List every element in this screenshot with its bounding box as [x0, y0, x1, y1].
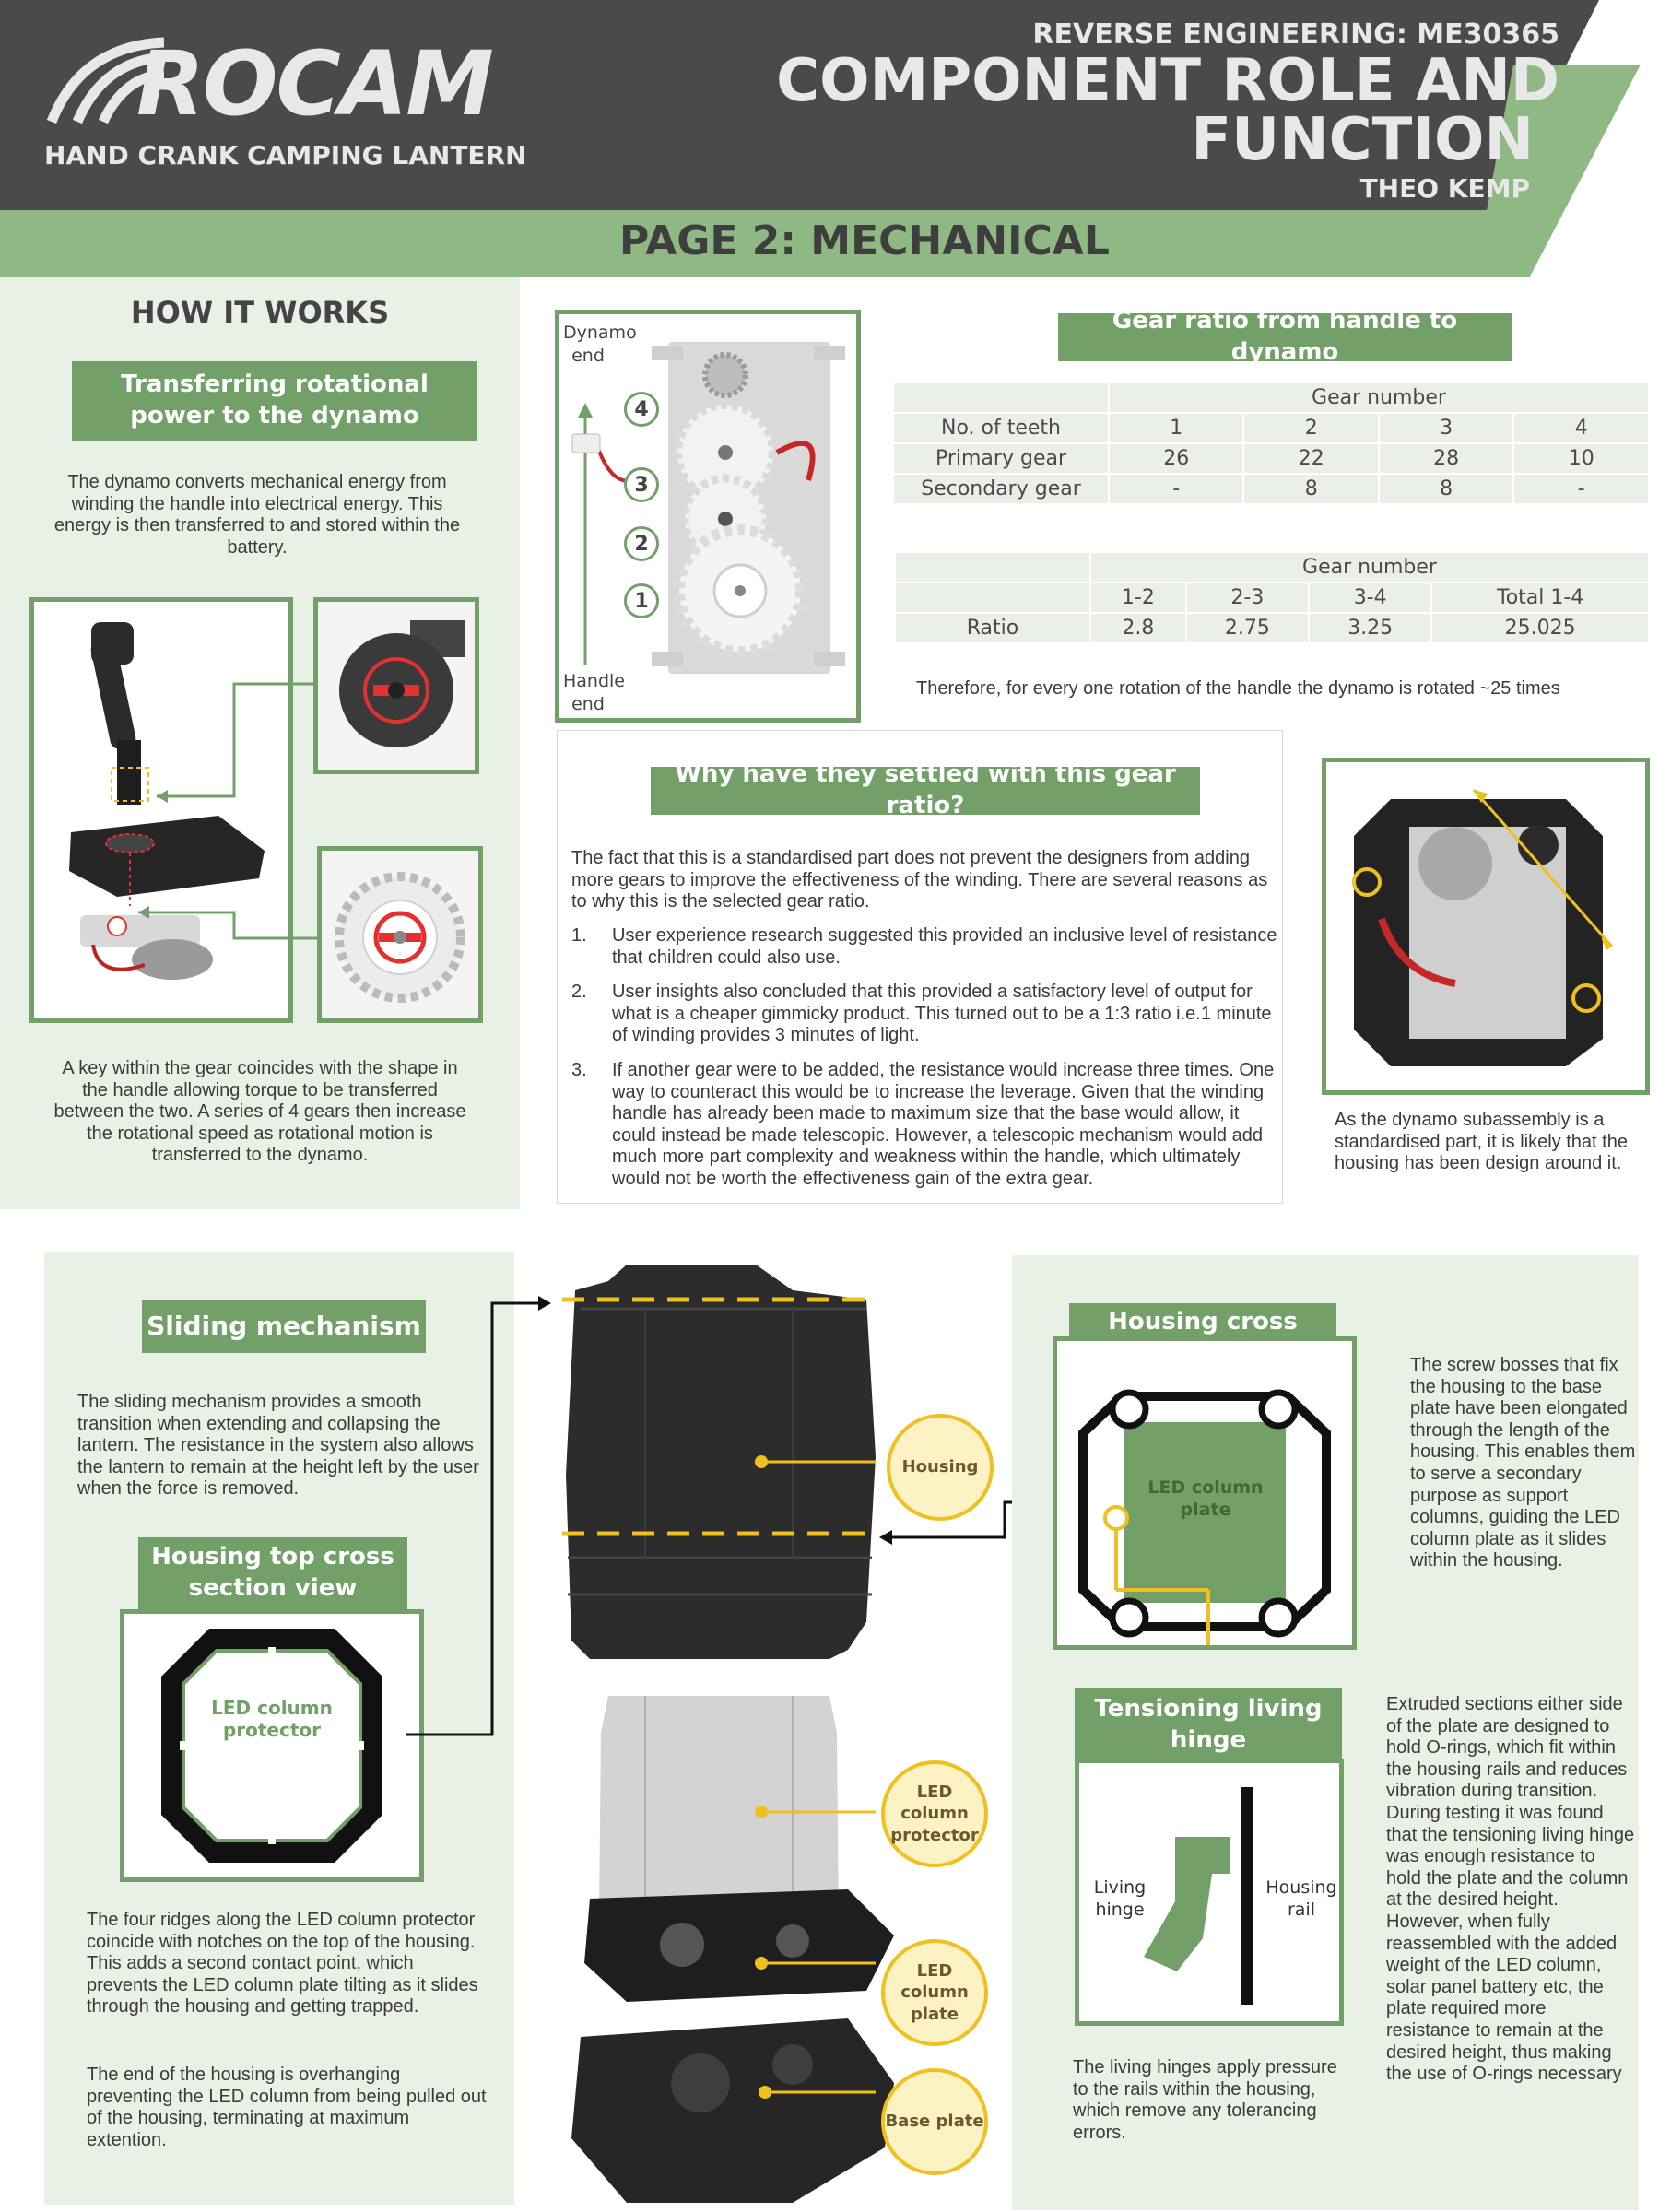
- table-cell: 8: [1242, 473, 1380, 505]
- o-ring-text: Extruded sections either side of the pla…: [1386, 1694, 1635, 2085]
- housing-rail-label: Housing rail: [1265, 1877, 1337, 1920]
- list-item: 3. If another gear were to be added, the…: [571, 1060, 1281, 1191]
- teeth-header-4: 4: [1512, 412, 1650, 444]
- table-row: Primary gear 26 22 28 10: [892, 442, 1650, 475]
- table-cell: 2.75: [1184, 612, 1311, 644]
- overhang-text: The end of the housing is overhanging pr…: [87, 2065, 487, 2150]
- housing-callout: Housing: [887, 1414, 994, 1521]
- why-ratio-title: Why have they settled with this gear rat…: [651, 760, 1200, 819]
- table-cell: 8: [1377, 473, 1515, 505]
- handle-exploded-image: [29, 597, 293, 1023]
- teeth-header-2: 2: [1242, 412, 1380, 444]
- table-cell: 10: [1512, 442, 1650, 475]
- list-text: User insights also concluded that this p…: [612, 982, 1272, 1046]
- handle-key-closeup-image: [313, 597, 479, 774]
- protector-label: LED column protector: [211, 1697, 333, 1741]
- brand-logo: ROCAM: [44, 33, 524, 135]
- ratio-header-1-2: 1-2: [1089, 582, 1187, 614]
- living-hinge-label: Living hinge: [1093, 1877, 1147, 1920]
- sliding-mechanism-title: Sliding mechanism: [142, 1300, 426, 1353]
- gear-number-2: 2: [624, 526, 659, 561]
- list-number: 2.: [571, 982, 587, 1003]
- dynamo-intro-text: The dynamo converts mechanical energy fr…: [53, 472, 461, 558]
- top-cross-section-diagram: LED column protector: [120, 1609, 424, 1882]
- list-text: User experience research suggested this …: [612, 925, 1277, 968]
- ratio-header-total: Total 1-4: [1430, 582, 1650, 614]
- title-line-1: COMPONENT ROLE AND: [776, 47, 1559, 115]
- dynamo-housing-image: [1322, 758, 1650, 1095]
- handle-end-label: Handle end: [563, 671, 626, 714]
- led-protector-callout: LED column protector: [881, 1760, 988, 1867]
- gear-number-3: 3: [624, 467, 659, 502]
- list-number: 1.: [571, 925, 587, 946]
- ratio-header-2-3: 2-3: [1184, 582, 1311, 614]
- cross-section-text: The screw bosses that fix the housing to…: [1410, 1355, 1636, 1571]
- teeth-table: Gear number No. of teeth 1 2 3 4 Primary…: [892, 382, 1650, 505]
- ratio-header-3-4: 3-4: [1308, 582, 1433, 614]
- gear-ratio-title: Gear ratio from handle to dynamo: [1058, 307, 1512, 366]
- ratio-table: Gear number 1-2 2-3 3-4 Total 1-4 Ratio …: [894, 551, 1650, 644]
- brand-name: ROCAM: [136, 32, 494, 135]
- title-line-2: FUNCTION: [1191, 106, 1534, 174]
- table-cell: 3.25: [1308, 612, 1433, 644]
- gear-number-1: 1: [624, 583, 659, 618]
- table-row: Ratio 2.8 2.75 3.25 25.025: [894, 612, 1650, 644]
- ratio-table-group-header: Gear number: [1089, 551, 1650, 583]
- author-name: THEO KEMP: [1359, 173, 1530, 204]
- why-ratio-list: 1. User experience research suggested th…: [571, 925, 1281, 1191]
- list-item: 1. User experience research suggested th…: [571, 925, 1281, 969]
- top-cross-section-title: Housing top cross section view: [138, 1537, 407, 1609]
- course-code: REVERSE ENGINEERING: ME30365: [1032, 18, 1559, 51]
- gear-number-4: 4: [624, 392, 659, 427]
- housing-cross-section-diagram: LED column plate: [1053, 1336, 1357, 1650]
- connector-lines: [138, 682, 317, 940]
- table-cell: 25.025: [1430, 612, 1650, 644]
- table-cell: Secondary gear: [892, 473, 1110, 505]
- table-cell: 28: [1377, 442, 1515, 475]
- table-cell: Primary gear: [892, 442, 1110, 475]
- ratio-table-blank: [894, 582, 1091, 614]
- table-cell: -: [1107, 473, 1245, 505]
- gear-train-diagram: Dynamo end Handle end 4 3 2 1: [555, 310, 861, 723]
- dynamo-housing-caption: As the dynamo subassembly is a standardi…: [1335, 1110, 1628, 1174]
- list-number: 3.: [571, 1059, 587, 1080]
- gear-key-closeup-image: [317, 846, 483, 1023]
- living-hinge-diagram: Living hinge Housing rail: [1075, 1759, 1344, 2026]
- ratio-table-corner: [894, 551, 1091, 583]
- teeth-header-1: 1: [1107, 412, 1245, 444]
- product-name: HAND CRANK CAMPING LANTERN: [44, 140, 527, 171]
- sliding-text: The sliding mechanism provides a smooth …: [77, 1392, 479, 1500]
- living-hinge-title: Tensioning living hinge: [1075, 1688, 1342, 1762]
- list-text: If another gear were to be added, the re…: [612, 1059, 1275, 1189]
- teeth-table-group-header: Gear number: [1108, 382, 1650, 414]
- led-plate-callout: LED column plate: [881, 1939, 988, 2046]
- ridges-text: The four ridges along the LED column pro…: [87, 1910, 478, 2018]
- exploded-lantern-illustration: [562, 1265, 894, 2203]
- teeth-table-corner: [892, 382, 1110, 414]
- page-main-title: COMPONENT ROLE AND FUNCTION: [730, 52, 1559, 170]
- table-cell: Ratio: [894, 612, 1091, 644]
- table-cell: 22: [1242, 442, 1380, 475]
- plate-label: LED column plate: [1147, 1477, 1264, 1520]
- how-it-works-heading: HOW IT WORKS: [130, 295, 390, 330]
- table-cell: 26: [1107, 442, 1245, 475]
- teeth-header-label: No. of teeth: [892, 412, 1110, 444]
- list-item: 2. User insights also concluded that thi…: [571, 982, 1281, 1047]
- gear-key-caption: A key within the gear coincides with the…: [53, 1058, 466, 1166]
- why-ratio-intro: The fact that this is a standardised par…: [571, 848, 1268, 912]
- table-cell: -: [1512, 473, 1650, 505]
- header-banner: [0, 0, 1659, 276]
- transfer-power-title: Transferring rotational power to the dyn…: [72, 361, 477, 441]
- teeth-header-3: 3: [1377, 412, 1515, 444]
- gear-ratio-conclusion: Therefore, for every one rotation of the…: [916, 678, 1560, 699]
- page-subtitle: PAGE 2: MECHANICAL: [619, 218, 1110, 265]
- table-row: Secondary gear - 8 8 -: [892, 473, 1650, 505]
- base-plate-callout: Base plate: [881, 2068, 988, 2175]
- table-cell: 2.8: [1089, 612, 1187, 644]
- living-hinge-caption: The living hinges apply pressure to the …: [1073, 2057, 1337, 2143]
- logo-swoosh-icon: [46, 37, 164, 124]
